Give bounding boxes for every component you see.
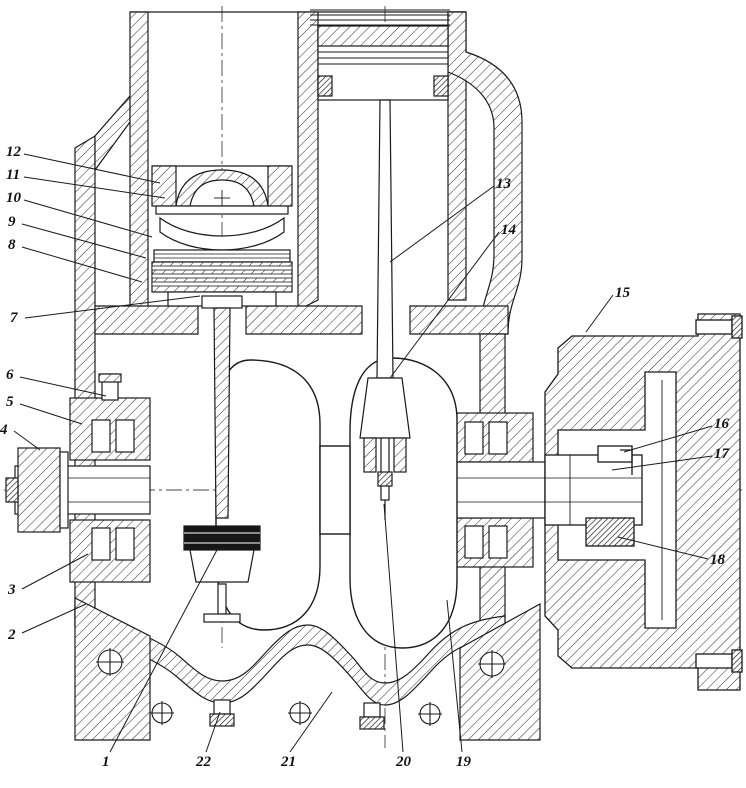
roller-bearing xyxy=(464,421,484,455)
leader-line-4 xyxy=(13,430,41,451)
roller-bearing xyxy=(91,527,111,561)
leader-line-22 xyxy=(205,711,221,753)
piston-ring-groove xyxy=(151,265,293,271)
washer xyxy=(59,451,69,529)
roller-bearing xyxy=(115,527,135,561)
callout-10: 10 xyxy=(6,190,21,206)
rod-bolt xyxy=(363,437,377,473)
piston-collar xyxy=(267,165,293,207)
spring-pack xyxy=(585,517,635,547)
callout-7: 7 xyxy=(10,310,18,326)
roller-bearing xyxy=(488,525,508,559)
bolt-hole-symbol xyxy=(478,650,506,678)
callout-19: 19 xyxy=(456,754,471,770)
piston-crown xyxy=(317,25,449,47)
callout-16: 16 xyxy=(714,416,729,432)
leader-line-7 xyxy=(24,295,201,319)
rod-fork xyxy=(359,377,411,439)
leader-line-2 xyxy=(21,603,87,634)
leader-line-17 xyxy=(611,455,713,471)
roller-bearing xyxy=(464,525,484,559)
left-piston-assembly xyxy=(151,165,293,309)
shaft-nut xyxy=(17,447,61,533)
bearing-cap-bolt-head xyxy=(98,373,122,383)
leader-line-11 xyxy=(23,176,166,199)
crank-journal xyxy=(319,445,351,535)
callout-18: 18 xyxy=(710,552,725,568)
callout-20: 20 xyxy=(396,754,411,770)
callout-9: 9 xyxy=(8,214,16,230)
callout-17: 17 xyxy=(714,446,729,462)
piston-pin-retainer xyxy=(317,75,333,97)
flywheel-assembly xyxy=(544,313,743,691)
leader-line-12 xyxy=(23,153,161,184)
right-piston-assembly xyxy=(310,9,450,101)
valve-plate xyxy=(155,205,289,215)
callout-8: 8 xyxy=(8,237,16,253)
leader-line-20 xyxy=(383,503,404,753)
callout-22: 22 xyxy=(196,754,211,770)
leader-line-21 xyxy=(289,691,333,753)
leader-line-13 xyxy=(389,185,495,263)
rod-shank xyxy=(213,307,231,519)
crankcase-deck-mid xyxy=(245,305,363,335)
callout-2: 2 xyxy=(8,627,16,643)
oil-dipper xyxy=(203,613,241,623)
callout-21: 21 xyxy=(281,754,296,770)
leader-line-15 xyxy=(585,294,614,333)
callout-15: 15 xyxy=(615,285,630,301)
callout-13: 13 xyxy=(496,176,511,192)
leader-line-3 xyxy=(21,553,89,590)
rod-bolt xyxy=(393,437,407,473)
leader-line-19 xyxy=(446,599,463,753)
callout-11: 11 xyxy=(6,167,21,183)
callout-3: 3 xyxy=(8,582,16,598)
bolt-symbols xyxy=(96,648,506,726)
callout-4: 4 xyxy=(0,422,8,438)
crankcase-deck-left xyxy=(94,305,199,335)
big-end-bearing xyxy=(183,525,261,551)
bolt-hole-symbol xyxy=(150,701,174,725)
leader-line-5 xyxy=(19,403,83,425)
callout-12: 12 xyxy=(6,144,21,160)
leader-line-6 xyxy=(19,376,107,397)
leader-line-8 xyxy=(21,246,143,283)
center-wall xyxy=(297,11,319,311)
callout-5: 5 xyxy=(6,394,14,410)
bolt-hole-symbol xyxy=(418,702,442,726)
callout-6: 6 xyxy=(6,367,14,383)
roller-bearing xyxy=(488,421,508,455)
left-connecting-rod xyxy=(183,307,261,623)
right-connecting-rod xyxy=(359,99,411,520)
callout-1: 1 xyxy=(102,754,110,770)
leader-line-16 xyxy=(623,425,713,453)
piston-ring-groove xyxy=(151,281,293,287)
roller-bearing xyxy=(115,419,135,453)
drain-plug-head xyxy=(359,716,385,730)
piston-pin-retainer xyxy=(433,75,449,97)
leader-line-10 xyxy=(23,199,153,238)
flange-bolt-head xyxy=(731,315,743,339)
callout-14: 14 xyxy=(501,222,516,238)
drain-plugs xyxy=(209,699,385,730)
valve-dish xyxy=(159,216,285,251)
leader-line-14 xyxy=(389,231,500,379)
leader-line-18 xyxy=(617,536,709,560)
left-bearing-assembly xyxy=(5,373,151,583)
leader-line-1 xyxy=(109,547,219,753)
big-end-cap xyxy=(189,549,255,583)
hub xyxy=(544,454,643,526)
flange-bolt-head xyxy=(731,649,743,673)
leader-line-9 xyxy=(21,223,147,259)
shaft-end-cap xyxy=(5,477,19,503)
bolt-hole-symbol xyxy=(288,701,312,725)
crankcase-deck-right xyxy=(409,305,509,335)
bolt-hole-symbol xyxy=(96,648,124,676)
roller-bearing xyxy=(91,419,111,453)
rod-nut xyxy=(377,471,393,487)
piston-ring-groove xyxy=(151,273,293,279)
